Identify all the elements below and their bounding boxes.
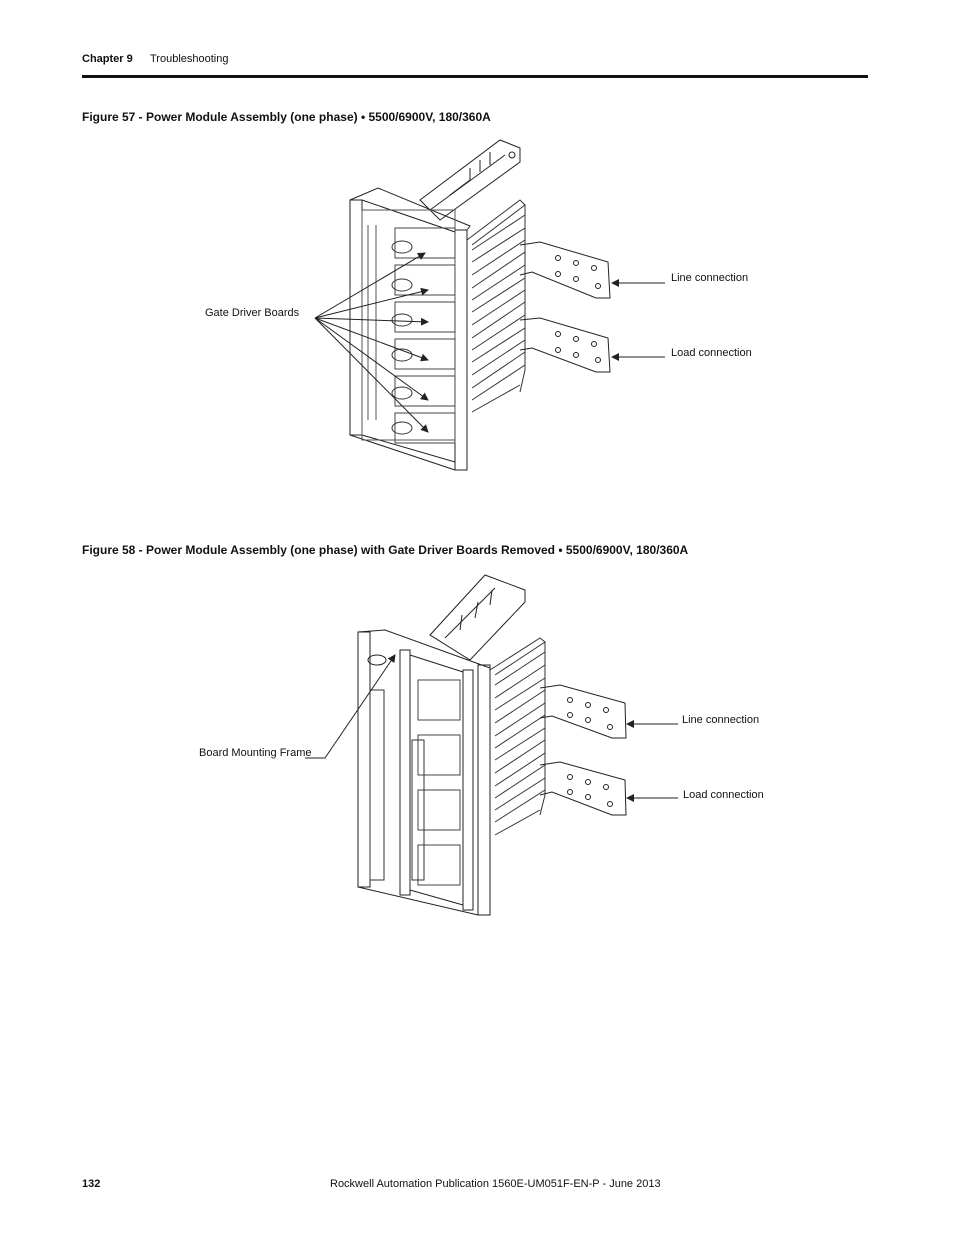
page-number: 132 <box>82 1178 101 1190</box>
chapter-label: Chapter 9 <box>82 53 133 65</box>
board-mounting-frame-label: Board Mounting Frame <box>199 747 312 759</box>
figure-57-caption: Figure 57 - Power Module Assembly (one p… <box>82 110 491 124</box>
header-rule <box>82 75 868 78</box>
section-label: Troubleshooting <box>150 53 229 65</box>
gate-driver-boards-label: Gate Driver Boards <box>205 307 300 319</box>
fig57-load-connection-label: Load connection <box>671 347 752 359</box>
fig57-line-connection-label: Line connection <box>671 272 749 284</box>
publication-info: Rockwell Automation Publication 1560E-UM… <box>330 1178 661 1190</box>
fig58-line-connection-label: Line connection <box>682 714 760 726</box>
fig58-load-connection-label: Load connection <box>683 789 764 801</box>
figure-58-drawing <box>305 574 678 916</box>
figure-57-drawing <box>314 139 665 471</box>
figure-58-caption: Figure 58 - Power Module Assembly (one p… <box>82 543 689 557</box>
running-header: Chapter 9 Troubleshooting <box>82 53 228 65</box>
